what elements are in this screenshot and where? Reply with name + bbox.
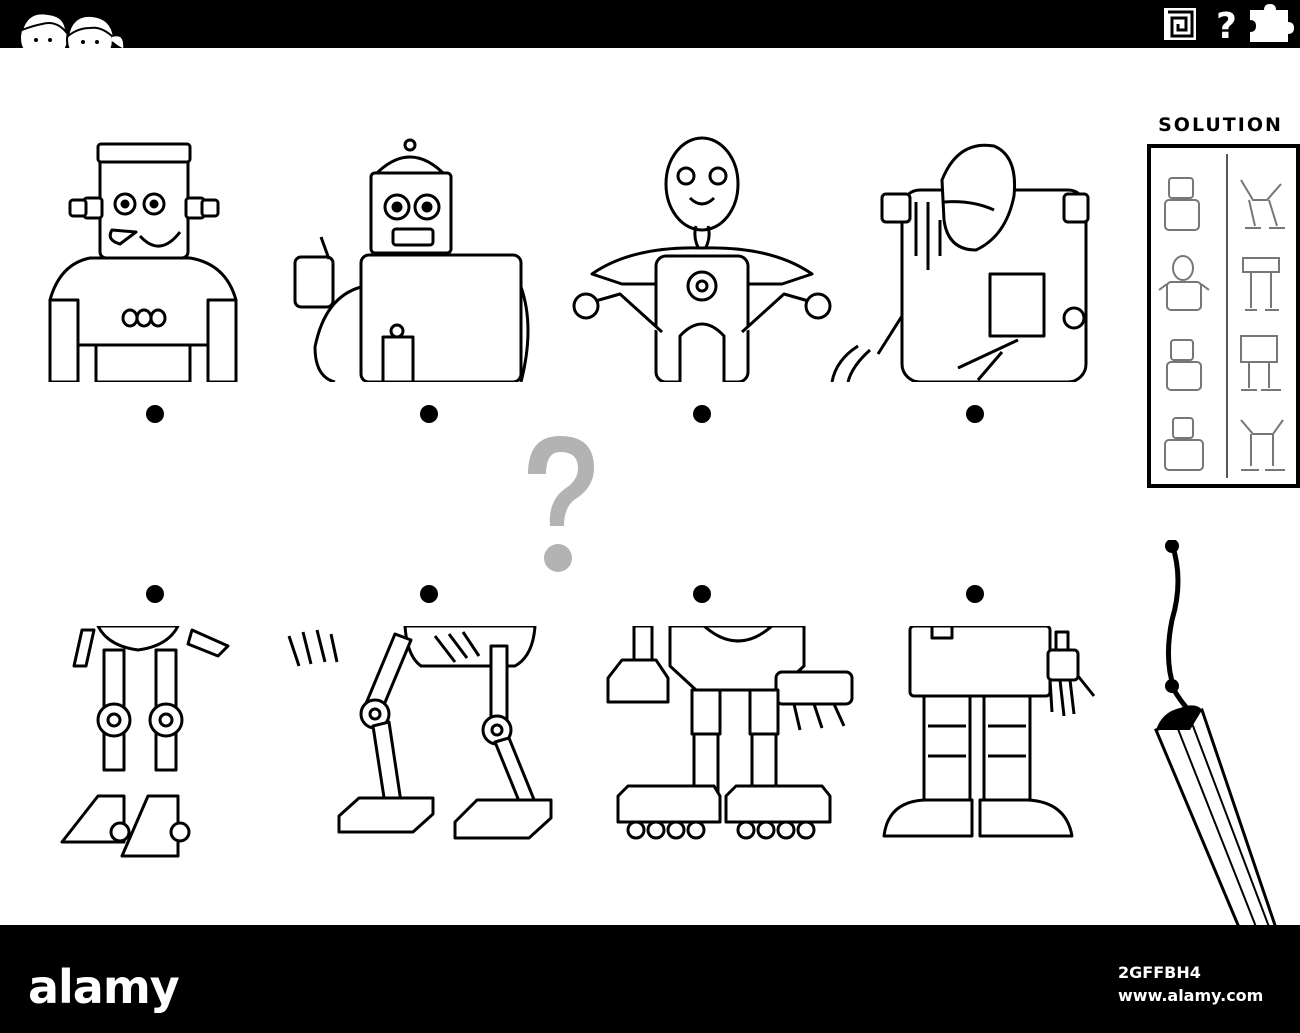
- match-dot-top-1[interactable]: [146, 405, 164, 423]
- robot-4-top-half: [818, 140, 1090, 382]
- footer-url[interactable]: www.alamy.com: [1118, 986, 1264, 1005]
- pencil-icon: [1150, 539, 1290, 950]
- robot-legs-2: [285, 626, 555, 841]
- robot-3-top-half: [572, 136, 832, 382]
- robot-legs-4: [880, 626, 1110, 846]
- footer-bar: [0, 925, 1300, 1033]
- match-dot-bottom-3[interactable]: [693, 585, 711, 603]
- solution-panel: [1147, 144, 1300, 488]
- solution-row-2: [1157, 250, 1295, 320]
- robot-1-top-half: [40, 140, 245, 382]
- top-bar: [0, 0, 1300, 48]
- solution-row-4: [1157, 410, 1295, 480]
- match-dot-bottom-1[interactable]: [146, 585, 164, 603]
- puzzle-piece-icon: [1250, 4, 1294, 42]
- maze-icon: [1164, 8, 1196, 40]
- robot-legs-3: [600, 626, 862, 858]
- question-mark-icon: [520, 430, 600, 580]
- solution-row-3: [1157, 330, 1295, 400]
- match-dot-top-4[interactable]: [966, 405, 984, 423]
- svg-text:?: ?: [1216, 6, 1237, 44]
- match-dot-top-3[interactable]: [693, 405, 711, 423]
- solution-divider: [1226, 154, 1228, 478]
- brand-logo: alamy: [28, 960, 180, 1014]
- robot-legs-1: [58, 626, 238, 858]
- match-dot-bottom-4[interactable]: [966, 585, 984, 603]
- solution-title: SOLUTION: [1158, 114, 1283, 136]
- question-mark-icon: ?: [1216, 6, 1237, 47]
- match-dot-top-2[interactable]: [420, 405, 438, 423]
- robot-2-top-half: [285, 137, 535, 382]
- match-dot-bottom-2[interactable]: [420, 585, 438, 603]
- header-icons: ?: [1160, 4, 1294, 47]
- solution-row-1: [1157, 170, 1295, 240]
- image-code: 2GFFBH4: [1118, 963, 1201, 982]
